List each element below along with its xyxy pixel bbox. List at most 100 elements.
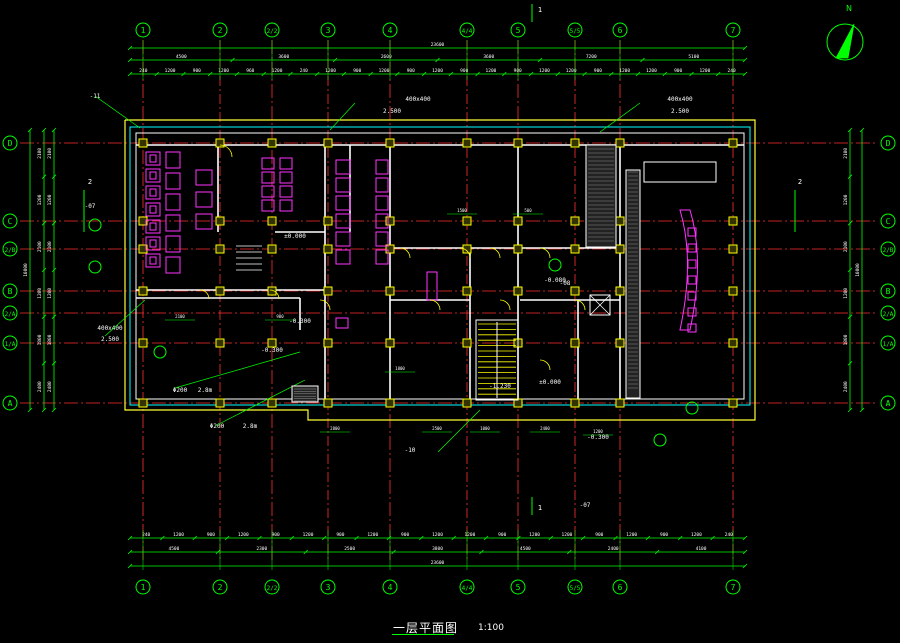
dim-tick [257,535,262,541]
dim-tick [341,71,347,77]
toilet-stall [375,177,389,193]
axis-bubble [725,22,741,38]
dim-tick [640,57,645,63]
structural-column [323,216,333,226]
structural-column [138,338,148,348]
axis-bubble [135,579,151,595]
dim-text: 2100 [843,241,849,252]
toilet-stall [375,159,389,175]
dim-tick [160,535,165,541]
toilet-stall [335,195,351,211]
dim-tick [41,174,47,179]
dim-text: 4500 [176,54,187,60]
axis-label: 2 [218,26,223,35]
structural-column [138,216,148,226]
axis-bubble [264,579,280,595]
axis-bubble [612,22,628,38]
dim-text: 3800 [432,546,443,552]
toilet-stall [195,169,213,186]
elevator-x [589,294,611,316]
toilet-stall [335,177,351,193]
section-cut-number: 2 [798,178,802,186]
dim-tick [261,71,266,77]
axis-label: 2 [218,583,223,592]
dim-text: 10800 [855,263,861,277]
dim-text: 2500 [344,546,355,552]
elevation-label: 2.500 [383,108,401,115]
axis-bubble [382,22,398,38]
axis-label: 5 [516,26,521,35]
dim-tick [715,71,721,77]
dim-tick [289,535,295,541]
dim-tick [41,361,47,366]
urinal [261,157,275,170]
dim-text: 1200 [539,68,550,74]
axis-label: 2/B [883,247,894,254]
toilet-stall [145,185,161,200]
toilet-stall [195,191,213,208]
leader-line [214,379,306,427]
dim-tick [662,71,668,77]
dim-text: 3600 [483,54,494,60]
dim-text: 1200 [619,68,630,74]
toilet-stall [165,235,181,253]
dim-text: 2300 [256,546,267,552]
detail-index-bubble [153,345,167,359]
structural-column [385,216,395,226]
structural-column [615,338,625,348]
toilet-stall [145,151,161,166]
dim-tick [689,71,694,77]
urinal [261,171,275,184]
axis-bubble [880,305,896,321]
axis-label: 7 [731,583,736,592]
structural-column [462,286,472,296]
structural-column [385,138,395,148]
dim-tick [654,549,660,555]
structural-column [267,216,277,226]
dim-text: 1200 [843,288,849,299]
axis-bubble [567,579,583,595]
floor-elevation: ±0.000 [539,379,561,386]
structural-column [267,338,277,348]
rain-pipe-label: 400x400 [667,96,693,103]
dim-tick [435,57,440,63]
dim-tick [234,71,240,77]
axis-label: 2/A [5,311,16,318]
dim-tick [580,535,586,541]
elevation-label: 2.500 [101,336,119,343]
axis-bubble [459,22,475,38]
dim-text: 900 [401,532,409,538]
axis-label: 3 [326,26,331,35]
dim-text: 1200 [173,532,184,538]
dim-tick [181,71,186,77]
floor-elevation: -0.300 [261,347,283,354]
dim-text: 7200 [586,54,597,60]
dim-text: 2100 [843,148,849,159]
pipe-label: Φ200 [210,423,225,430]
dim-tick [41,267,47,273]
dim-tick [516,535,521,541]
floor-elevation: -0.300 [289,318,311,325]
structural-column [615,138,625,148]
door-swing [489,247,501,259]
screen-wall [585,144,617,248]
dim-text: 1200 [218,68,229,74]
dim-tick [635,71,641,77]
door-swing [269,289,280,300]
dim-tick [51,267,57,273]
axis-bubble [459,579,475,595]
axis-bubble [880,213,896,229]
axis-label: C [886,217,891,226]
dim-tick [567,549,572,555]
dim-tick [613,535,618,541]
dim-tick [27,407,33,413]
axis-bubble [2,241,18,257]
axis-label: 4/4 [462,585,473,592]
axis-bubble [725,579,741,595]
dim-tick [27,127,33,133]
structural-column [138,138,148,148]
axis-label: 1 [141,583,146,592]
axis-label: 4/4 [462,28,473,35]
structural-column [138,244,148,254]
inner-dim-text: 1000 [480,426,490,431]
